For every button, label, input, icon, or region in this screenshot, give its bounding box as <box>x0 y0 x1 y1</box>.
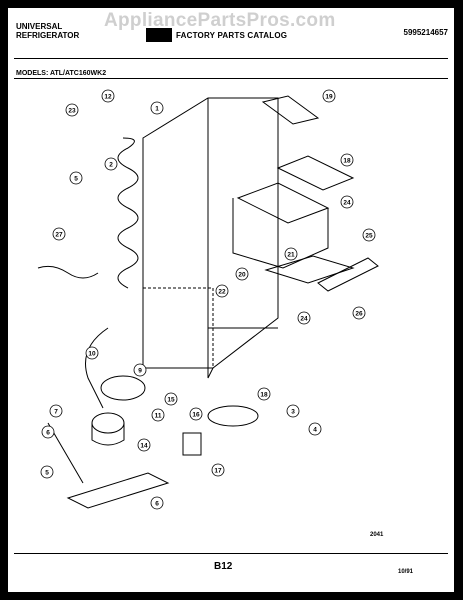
callout-14: 14 <box>137 438 151 452</box>
callout-26: 26 <box>352 306 366 320</box>
cabinet-base <box>207 328 214 379</box>
svg-text:20: 20 <box>238 272 246 279</box>
svg-text:6: 6 <box>46 430 50 437</box>
cabinet-inner-edge <box>143 287 214 368</box>
callout-10: 7 <box>49 404 63 418</box>
models-label: MODELS: ATL/ATC160WK2 <box>16 70 107 77</box>
power-cord-part-18 <box>207 405 259 427</box>
catalog-part-number: 5995214657 <box>403 28 449 37</box>
svg-text:1: 1 <box>155 106 159 113</box>
relay-part-16 <box>182 432 202 456</box>
parts-catalog-sheet: AppliancePartsPros.com UNIVERSAL REFRIGE… <box>8 8 454 592</box>
drain-hose <box>85 327 109 409</box>
callout-18: 18 <box>257 387 271 401</box>
base-rail-part-7 <box>66 472 170 509</box>
svg-text:18: 18 <box>343 158 351 165</box>
svg-text:27: 27 <box>55 232 63 239</box>
callout-15: 15 <box>164 392 178 406</box>
callout-23: 22 <box>215 284 229 298</box>
svg-text:11: 11 <box>155 413 162 420</box>
callout-19: 18 <box>340 153 354 167</box>
svg-text:18: 18 <box>260 392 268 399</box>
watermark: AppliancePartsPros.com <box>104 10 336 31</box>
brand-line-1: UNIVERSAL <box>16 22 63 31</box>
svg-text:16: 16 <box>192 412 200 419</box>
page-id: B12 <box>214 561 233 572</box>
callout-24b: 24 <box>297 311 311 325</box>
svg-text:14: 14 <box>140 443 148 450</box>
svg-text:5: 5 <box>74 176 78 183</box>
callout-11: 9 <box>133 363 147 377</box>
svg-text:15: 15 <box>167 397 175 404</box>
callout-17: 17 <box>211 463 225 477</box>
svg-text:24: 24 <box>300 316 308 323</box>
header-divider <box>14 58 448 59</box>
svg-text:17: 17 <box>214 468 222 475</box>
callout-3: 23 <box>65 103 79 117</box>
svg-text:23: 23 <box>68 108 76 115</box>
svg-text:7: 7 <box>54 409 58 416</box>
callout-4b: 3 <box>286 404 300 418</box>
wiring-harness-part-27 <box>37 265 99 279</box>
catalog-title: FACTORY PARTS CATALOG <box>176 30 288 40</box>
svg-text:3: 3 <box>291 409 295 416</box>
strip-part-25 <box>317 257 379 292</box>
callout-4: 2 <box>104 157 118 171</box>
compressor-body <box>91 412 125 434</box>
svg-text:4: 4 <box>313 427 317 434</box>
callout-16: 16 <box>189 407 203 421</box>
callout-27: 27 <box>52 227 66 241</box>
callout-5: 5 <box>69 171 83 185</box>
callout-9: 6 <box>41 425 55 439</box>
drain-pan-part-11 <box>100 375 146 401</box>
svg-text:2: 2 <box>109 162 113 169</box>
models-divider <box>14 78 448 79</box>
svg-text:5: 5 <box>45 470 49 477</box>
svg-text:21: 21 <box>287 252 295 259</box>
brand-line-2: REFRIGERATOR <box>16 31 80 40</box>
callout-2: 12 <box>101 89 115 103</box>
svg-text:9: 9 <box>138 368 142 375</box>
callout-1: 1 <box>150 101 164 115</box>
svg-text:25: 25 <box>365 233 373 240</box>
callout-7: 6 <box>150 496 164 510</box>
condenser-coil <box>117 137 139 289</box>
catalog-header: FACTORY PARTS CATALOG <box>146 28 287 42</box>
callout-21: 20 <box>235 267 249 281</box>
callout-25: 25 <box>362 228 376 242</box>
brand-block: UNIVERSAL REFRIGERATOR <box>16 22 79 40</box>
callout-24a: 24 <box>340 195 354 209</box>
drip-tray <box>264 255 355 284</box>
svg-text:19: 19 <box>325 94 333 101</box>
evaporator-box <box>232 198 329 269</box>
drawing-code: 2041 <box>370 532 384 538</box>
svg-text:10: 10 <box>88 351 96 358</box>
svg-text:24: 24 <box>343 200 351 207</box>
catalog-date: 10/91 <box>398 569 414 575</box>
callout-20: 19 <box>322 89 336 103</box>
compressor-shell <box>91 423 125 446</box>
svg-text:22: 22 <box>218 289 226 296</box>
exploded-parts-diagram: 1 12 23 2 5 27 19 18 24 21 25 20 22 24 2… <box>37 89 379 510</box>
callout-6: 5 <box>40 465 54 479</box>
svg-text:6: 6 <box>155 501 159 508</box>
evaporator-cover <box>236 182 330 224</box>
svg-text:26: 26 <box>355 311 363 318</box>
top-strip-part-20 <box>261 95 320 125</box>
footer-divider <box>14 553 448 554</box>
callout-13: 11 <box>151 408 165 422</box>
callout-5b: 4 <box>308 422 322 436</box>
brand-logo-icon <box>146 28 172 42</box>
callout-22: 21 <box>284 247 298 261</box>
ribbed-panel-part-19 <box>276 155 355 191</box>
callout-12: 10 <box>85 346 99 360</box>
svg-text:12: 12 <box>104 94 112 101</box>
